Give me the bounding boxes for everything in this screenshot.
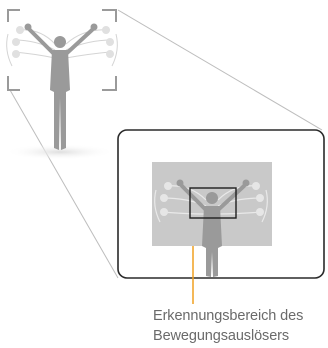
caption-line-2: Bewegungsauslösers bbox=[153, 326, 328, 347]
connector-line-top bbox=[118, 10, 322, 130]
caption-line-1: Erkennungsbereich des bbox=[153, 306, 328, 327]
camera-scene bbox=[5, 10, 117, 160]
floor-shadow bbox=[5, 144, 115, 160]
